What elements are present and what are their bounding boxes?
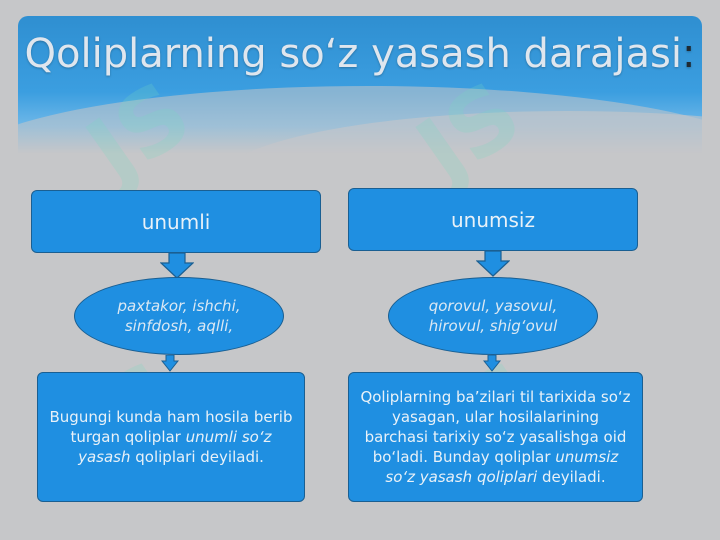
examples-text: paxtakor, ishchi, sinfdosh, aqlli,: [117, 297, 241, 335]
description-text: Qoliplarning ba’zilari til tarixida so‘z…: [360, 388, 631, 486]
down-arrow-small: [483, 355, 501, 372]
down-arrow: [160, 253, 194, 279]
examples-text: qorovul, yasovul, hirovul, shig‘ovul: [428, 297, 558, 335]
examples-oval-unumsiz: qorovul, yasovul, hirovul, shig‘ovul: [388, 277, 598, 355]
title-text: Qoliplarning so‘z yasash darajasi: [24, 31, 682, 77]
description-box-unumli: Bugungi kunda ham hosila berib turgan qo…: [37, 372, 305, 502]
category-box-unumli: unumli: [31, 190, 321, 253]
title-colon: :: [682, 31, 696, 77]
category-label: unumsiz: [451, 207, 535, 232]
down-arrow: [476, 251, 510, 277]
examples-oval-unumli: paxtakor, ishchi, sinfdosh, aqlli,: [74, 277, 284, 355]
description-text: Bugungi kunda ham hosila berib turgan qo…: [49, 408, 293, 466]
slide-title: Qoliplarning so‘z yasash darajasi:: [18, 28, 702, 80]
category-box-unumsiz: unumsiz: [348, 188, 638, 251]
down-arrow-small: [161, 355, 179, 372]
title-banner: [18, 16, 702, 154]
category-label: unumli: [141, 209, 211, 234]
description-box-unumsiz: Qoliplarning ba’zilari til tarixida so‘z…: [348, 372, 643, 502]
